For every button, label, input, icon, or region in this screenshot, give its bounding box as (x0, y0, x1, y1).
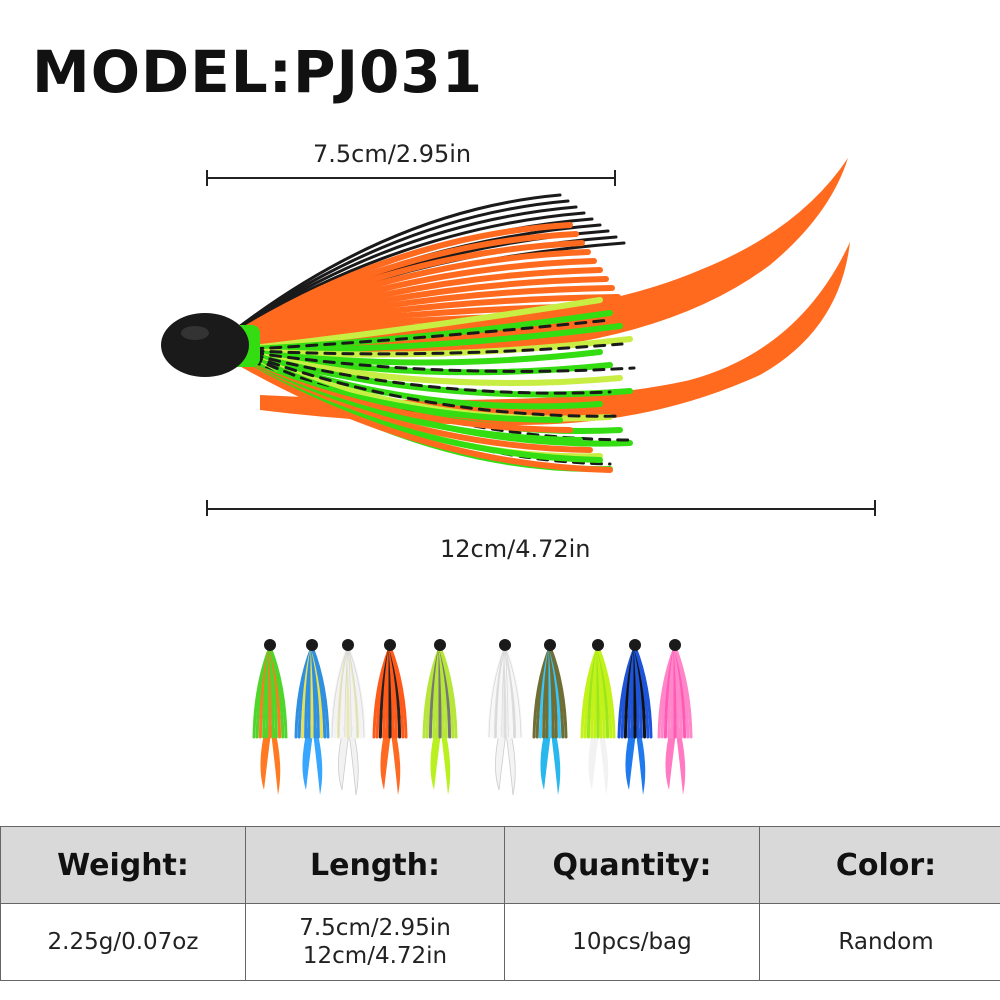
quantity-header: Quantity: (504, 826, 760, 904)
variant-head (384, 639, 396, 651)
spec-header-row: Weight: Length: Quantity: Color: (0, 826, 1000, 904)
variant-strand (388, 645, 408, 739)
variant-tail (625, 725, 637, 790)
variant-tail (675, 725, 686, 795)
variant-strand-outline (495, 646, 506, 738)
jig-head-highlight (181, 326, 209, 340)
weight-value: 2.25g/0.07oz (0, 903, 246, 981)
variant-strand (268, 645, 288, 739)
variant-strand (633, 645, 653, 739)
skirt-strand (233, 348, 636, 373)
variant-strand-outline (331, 646, 349, 738)
variant-strand-outline (347, 646, 352, 738)
quantity-value: 10pcs/bag (504, 903, 760, 981)
variant-strand (548, 645, 568, 739)
variant-strand-outline (347, 646, 358, 738)
variant-strand-outline (338, 646, 349, 738)
variant-tail (312, 725, 323, 795)
skirt-length-tick-left (206, 170, 208, 186)
lure-variant-icon (487, 639, 523, 796)
variant-strand-outline (501, 646, 506, 738)
variant-strand (438, 645, 458, 739)
variant-strand-outline (488, 646, 506, 738)
length-header: Length: (245, 826, 505, 904)
variant-strand-outline (504, 646, 522, 738)
tail-upper (260, 158, 848, 353)
length-value: 7.5cm/2.95in 12cm/4.72in (245, 903, 505, 981)
skirt-strand (233, 193, 562, 332)
variant-head (629, 639, 641, 651)
variant-tail (270, 725, 281, 795)
variant-tail (347, 724, 359, 796)
variant-head (306, 639, 318, 651)
skirt-strand (233, 342, 624, 356)
lure-variant-icon (580, 639, 616, 795)
lure-variant-icon (252, 639, 288, 795)
color-header: Color: (759, 826, 1000, 904)
lure-variant-icon (372, 639, 408, 795)
skirt-length-label: 7.5cm/2.95in (313, 140, 472, 168)
lure-variant-icon (657, 639, 693, 795)
variant-head (592, 639, 604, 651)
lure-variant-icon (294, 639, 330, 795)
skirt-strand (232, 357, 613, 473)
total-length-line (207, 508, 875, 510)
main-lure-illustration (161, 158, 850, 473)
variant-tail (550, 725, 561, 795)
color-value: Random (759, 903, 1000, 981)
variant-tail (302, 725, 314, 790)
lure-variant-icon (532, 639, 568, 795)
skirt-strand (233, 318, 612, 352)
jig-head (161, 313, 249, 377)
skirt-strand (232, 336, 633, 358)
variant-tail (635, 725, 646, 795)
skirt-strand (233, 348, 624, 418)
variant-head (342, 639, 354, 651)
variant-tail (540, 725, 552, 790)
variant-tail (380, 725, 392, 790)
spec-value-row: 2.25g/0.07oz 7.5cm/2.95in 12cm/4.72in 10… (0, 903, 1000, 981)
variant-tail (588, 725, 600, 790)
lure-variant-icon (617, 639, 653, 795)
length-value-1: 7.5cm/2.95in (299, 915, 451, 941)
tail-lower (260, 242, 850, 425)
variant-tail (430, 725, 442, 790)
variant-tail (440, 725, 451, 795)
skirt-length-tick-right (614, 170, 616, 186)
variant-strand (673, 645, 693, 739)
lure-variant-icon (422, 639, 458, 795)
model-title: MODEL:PJ031 (32, 38, 484, 106)
length-value-2: 12cm/4.72in (302, 943, 448, 969)
variant-strand (310, 645, 330, 739)
skirt-strand (233, 205, 578, 332)
variant-tail (598, 725, 609, 795)
variant-head (669, 639, 681, 651)
total-length-tick-right (874, 500, 876, 516)
variant-head (434, 639, 446, 651)
variant-strand-outline (347, 646, 365, 738)
skirt-strand (233, 211, 586, 332)
variant-head (264, 639, 276, 651)
variant-strand-outline (504, 646, 515, 738)
variant-strand-outline (344, 646, 349, 738)
skirt-length-line (207, 177, 615, 179)
variant-strand (596, 645, 616, 739)
variant-tail (665, 725, 677, 790)
variant-tail (260, 725, 272, 790)
variant-head (499, 639, 511, 651)
variant-tail (390, 725, 401, 795)
variant-tail (504, 724, 516, 796)
skirt-strand (233, 348, 612, 395)
lure-variant-icon (330, 639, 366, 796)
total-length-tick-left (206, 500, 208, 516)
skirt-strand (233, 199, 570, 332)
color-variants-row (252, 639, 693, 796)
spec-table: Weight: Length: Quantity: Color: 2.25g/0… (0, 826, 1000, 981)
total-length-label: 12cm/4.72in (440, 535, 591, 563)
weight-header: Weight: (0, 826, 246, 904)
variant-head (544, 639, 556, 651)
variant-strand-outline (504, 646, 509, 738)
